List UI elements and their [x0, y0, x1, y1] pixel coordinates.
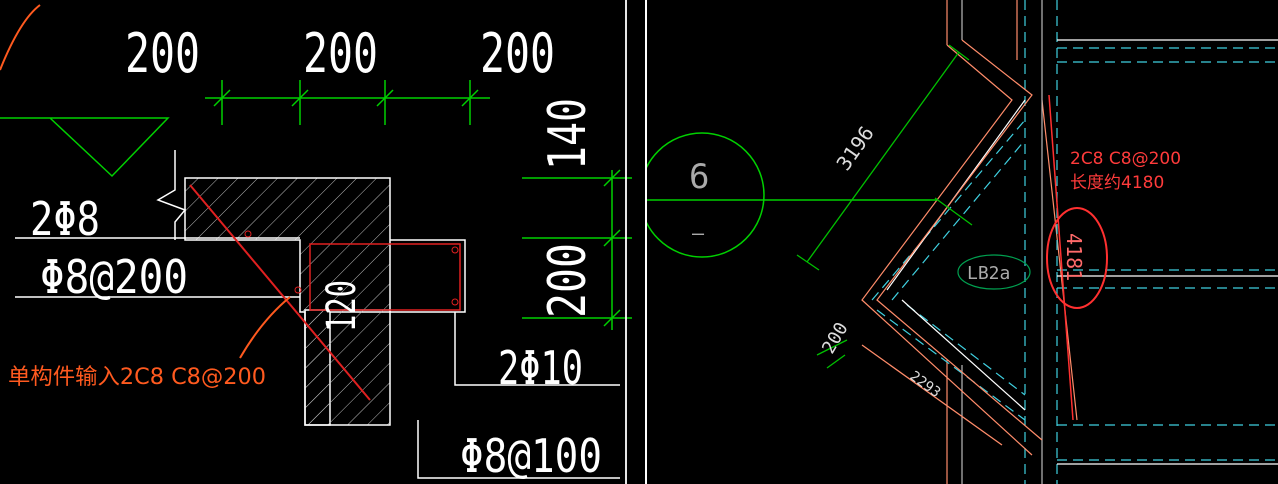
length-value: 4181	[1062, 233, 1086, 281]
section-number: 6	[689, 157, 709, 197]
leader-curve	[0, 4, 41, 71]
member-tag-ellipse	[957, 254, 1031, 290]
rebar-label-stirrup-lower: Φ8@100	[460, 429, 602, 483]
dim-3196	[796, 44, 973, 271]
dim-label-120: 120	[319, 280, 365, 332]
dim-label-3196: 3196	[831, 122, 878, 175]
dim-ticks-right	[522, 169, 632, 327]
wall-grey	[961, 0, 1043, 484]
dim-ticks-top	[213, 80, 479, 125]
left-section-drawing: 200 200 200 140 200 120 2Φ8 Φ8@200 2Φ10 …	[0, 4, 632, 483]
dim-label: 200	[125, 22, 200, 85]
dim-label-2293: 2293	[907, 368, 944, 401]
diagonal-rebar	[189, 184, 371, 401]
diagonal-walls	[861, 39, 1043, 456]
break-line	[156, 150, 187, 240]
concrete-lower	[304, 309, 391, 426]
level-triangle	[0, 117, 170, 178]
beam-stirrup	[309, 243, 461, 311]
right-plan-panel: 6 — 3196 200 2293 LB2a 4181 2C8 C8@200 长…	[647, 0, 1278, 484]
beam-outline	[390, 239, 466, 313]
rebar-dot	[451, 298, 459, 306]
annotation-text: 单构件输入2C8 C8@200	[8, 365, 266, 390]
dim-200	[816, 339, 848, 369]
rebar-label-stirrup: Φ8@200	[40, 250, 188, 304]
rebar-label-bottom: 2Φ10	[498, 341, 583, 395]
length-circle	[1046, 207, 1108, 309]
panel-border	[625, 0, 627, 484]
rebar-note-line1: 2C8 C8@200	[1070, 149, 1182, 169]
wall-line	[417, 420, 620, 479]
rebar-dot	[451, 246, 459, 254]
dim-label: 200	[480, 22, 555, 85]
wall-lines	[946, 0, 1078, 484]
rebar-label-top: 2Φ8	[30, 192, 100, 246]
red-rebar-line	[1048, 94, 1074, 421]
section-sheet: —	[692, 221, 705, 245]
dim-label-200: 200	[538, 243, 598, 318]
top-dimension-labels: 200 200 200	[125, 22, 555, 85]
rebar-dot	[244, 230, 252, 238]
step-line	[454, 312, 620, 386]
rebar-dot	[294, 286, 302, 294]
member-tag: LB2a	[967, 263, 1010, 284]
cyan-dashed-lines	[871, 0, 1278, 484]
rebar-note-line2: 长度约4180	[1070, 173, 1165, 193]
left-detail-panel: 200 200 200 140 200 120 2Φ8 Φ8@200 2Φ10 …	[0, 0, 645, 484]
annotation-leader	[239, 296, 291, 359]
dim-2293-line	[861, 344, 1003, 446]
dim-label-140: 140	[538, 98, 598, 170]
dim-label: 200	[303, 22, 378, 85]
section-bubble	[647, 132, 765, 258]
right-plan-drawing: 6 — 3196 200 2293 LB2a 4181	[647, 0, 1278, 484]
